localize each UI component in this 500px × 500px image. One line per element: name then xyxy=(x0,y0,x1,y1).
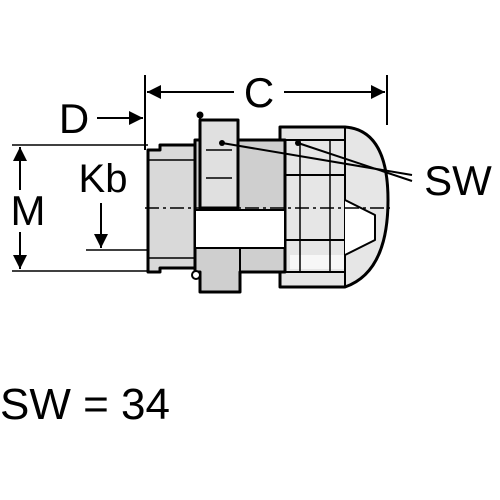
label-d: D xyxy=(59,95,89,142)
label-m: M xyxy=(11,187,46,234)
sw-leaders: SW xyxy=(219,140,492,204)
dimension-c: C xyxy=(144,69,388,150)
label-kb: Kb xyxy=(79,157,128,201)
sw-size-note: SW = 34 xyxy=(0,380,170,429)
dimension-kb: Kb xyxy=(79,157,158,251)
label-c: C xyxy=(244,69,274,116)
label-sw: SW xyxy=(424,157,492,204)
gland-body xyxy=(145,111,390,294)
dimension-m: M xyxy=(11,144,148,272)
dimension-d: D xyxy=(59,95,143,142)
